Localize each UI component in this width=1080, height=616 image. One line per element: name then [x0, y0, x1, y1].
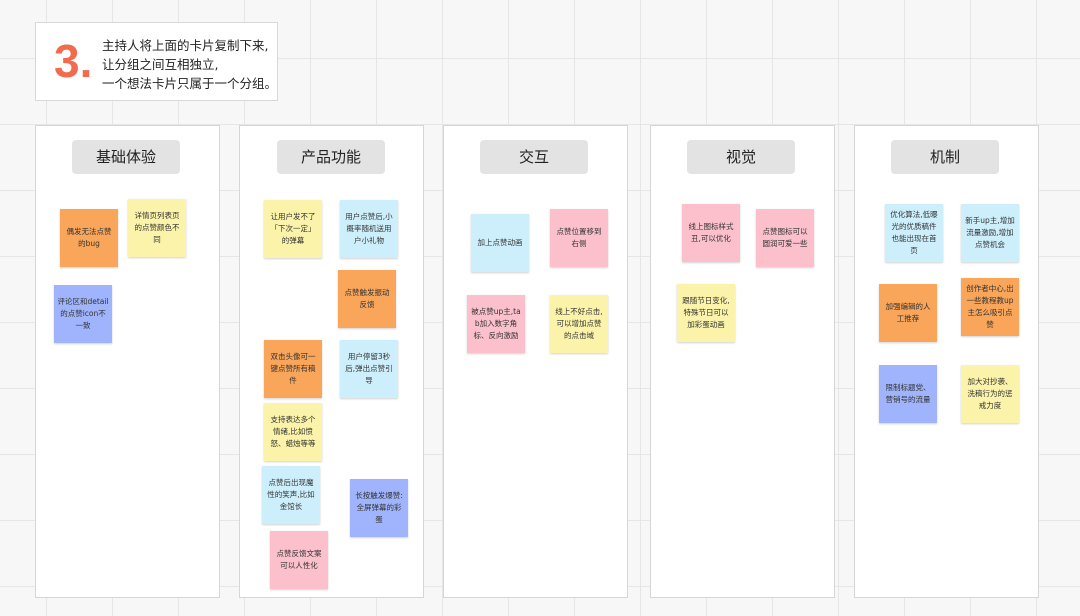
sticky-note[interactable]: 评论区和detail的点赞icon不一致	[54, 285, 112, 343]
sticky-note[interactable]: 优化算法,低曝光的优质稿件也能出现在首页	[885, 204, 943, 262]
group-title[interactable]: 产品功能	[277, 140, 385, 174]
sticky-note[interactable]: 点赞后出现魔性的笑声,比如金馆长	[262, 466, 320, 524]
instruction-line: 让分组之间互相独立,	[102, 57, 219, 72]
sticky-note[interactable]: 加强编辑的人工推荐	[879, 284, 937, 342]
sticky-note[interactable]: 点赞位置移到右侧	[550, 209, 608, 267]
sticky-note[interactable]: 双击头像可一键点赞所有稿件	[264, 340, 322, 398]
group-board-product-features[interactable]: 产品功能 让用户发不了「下次一定」的弹幕 用户点赞后,小概率随机送用户小礼物 点…	[239, 125, 424, 598]
group-board-visual[interactable]: 视觉 线上图标样式丑,可以优化 点赞图标可以圆润可爱一些 跟随节日变化,特殊节日…	[650, 125, 835, 598]
sticky-note[interactable]: 新手up主,增加流量激励,增加点赞机会	[961, 204, 1019, 262]
group-title[interactable]: 基础体验	[72, 140, 180, 174]
sticky-note[interactable]: 用户点赞后,小概率随机送用户小礼物	[340, 200, 398, 258]
sticky-note[interactable]: 线上图标样式丑,可以优化	[682, 204, 740, 262]
sticky-note[interactable]: 点赞触发振动反馈	[338, 270, 396, 328]
sticky-note[interactable]: 支持表达多个情绪,比如愤怒、蜡烛等等	[264, 403, 322, 461]
group-title[interactable]: 交互	[480, 140, 588, 174]
sticky-note[interactable]: 偶发无法点赞的bug	[60, 209, 118, 267]
sticky-note[interactable]: 创作者中心,出一些教程教up主怎么吸引点赞	[961, 278, 1019, 336]
sticky-note[interactable]: 长按触发爆赞:全屏弹幕的彩蛋	[350, 479, 408, 537]
sticky-note[interactable]: 被点赞up主,tab加入数字角标、反向激励	[467, 295, 525, 353]
group-board-basic-experience[interactable]: 基础体验 偶发无法点赞的bug 详情页列表页的点赞颜色不同 评论区和detail…	[35, 125, 220, 598]
sticky-note[interactable]: 点赞反馈文案可以人性化	[270, 531, 328, 589]
group-title[interactable]: 视觉	[687, 140, 795, 174]
sticky-note[interactable]: 跟随节日变化,特殊节日可以加彩蛋动画	[677, 284, 735, 342]
group-board-interaction[interactable]: 交互 加上点赞动画 点赞位置移到右侧 被点赞up主,tab加入数字角标、反向激励…	[443, 125, 628, 598]
sticky-note[interactable]: 限制标题党、营销号的流量	[879, 365, 937, 423]
group-title[interactable]: 机制	[891, 140, 999, 174]
sticky-note[interactable]: 点赞图标可以圆润可爱一些	[756, 209, 814, 267]
sticky-note[interactable]: 加上点赞动画	[471, 214, 529, 272]
instruction-line: 一个想法卡片只属于一个分组。	[102, 76, 278, 91]
sticky-note[interactable]: 详情页列表页的点赞颜色不同	[128, 199, 186, 257]
sticky-note[interactable]: 线上不好点击,可以增加点赞的点击域	[550, 295, 608, 353]
sticky-note[interactable]: 加大对抄袭、洗稿行为的惩戒力度	[961, 365, 1019, 423]
sticky-note[interactable]: 用户停留3秒后,弹出点赞引导	[340, 340, 398, 398]
instruction-line: 主持人将上面的卡片复制下来,	[102, 38, 269, 53]
instruction-card: 3. 主持人将上面的卡片复制下来, 让分组之间互相独立, 一个想法卡片只属于一个…	[35, 22, 278, 101]
step-number: 3.	[54, 35, 93, 87]
instruction-text: 主持人将上面的卡片复制下来, 让分组之间互相独立, 一个想法卡片只属于一个分组。	[102, 36, 278, 93]
sticky-note[interactable]: 让用户发不了「下次一定」的弹幕	[264, 200, 322, 258]
group-board-mechanism[interactable]: 机制 优化算法,低曝光的优质稿件也能出现在首页 新手up主,增加流量激励,增加点…	[854, 125, 1039, 598]
